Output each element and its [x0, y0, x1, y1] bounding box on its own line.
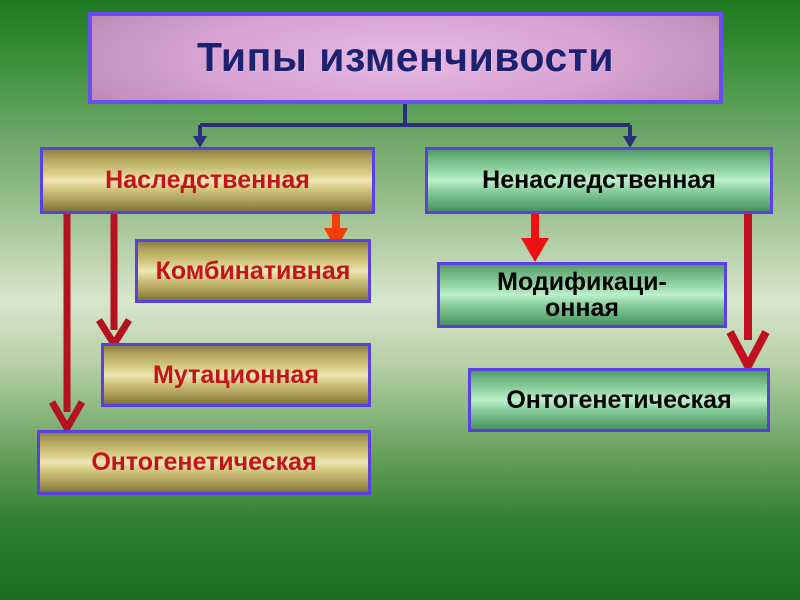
node-ontogenetic-right-label: Онтогенетическая: [506, 385, 732, 414]
red-arrow-hereditary-to-mutational: [96, 214, 132, 351]
navy-bracket-connector: [193, 104, 637, 148]
node-combinative-label: Комбинативная: [155, 256, 351, 285]
node-modification-line-2: онная: [545, 294, 619, 322]
red-arrow-hereditary-to-ontogenetic: [48, 214, 86, 436]
title-box: Типы изменчивости: [88, 12, 723, 104]
node-ontogenetic-right[interactable]: Онтогенетическая: [468, 368, 770, 432]
red-arrow-nonhereditary-to-modification: [521, 214, 549, 262]
node-modification-line-1: Модификаци-: [497, 267, 667, 296]
node-modification[interactable]: Модификаци- онная: [437, 262, 727, 328]
page-title: Типы изменчивости: [196, 34, 615, 81]
node-mutational[interactable]: Мутационная: [101, 343, 371, 407]
node-ontogenetic-left-label: Онтогенетическая: [91, 448, 317, 477]
node-modification-text: Модификаци- онная: [440, 267, 724, 322]
node-non-hereditary-label: Ненаследственная: [482, 166, 716, 195]
red-arrow-nonhereditary-to-ontogenetic-right: [726, 214, 770, 375]
node-combinative[interactable]: Комбинативная: [135, 239, 371, 303]
node-ontogenetic-left[interactable]: Онтогенетическая: [37, 430, 371, 495]
node-hereditary-label: Наследственная: [105, 166, 310, 195]
node-hereditary[interactable]: Наследственная: [40, 147, 375, 214]
node-non-hereditary[interactable]: Ненаследственная: [425, 147, 773, 214]
node-mutational-label: Мутационная: [153, 360, 319, 389]
